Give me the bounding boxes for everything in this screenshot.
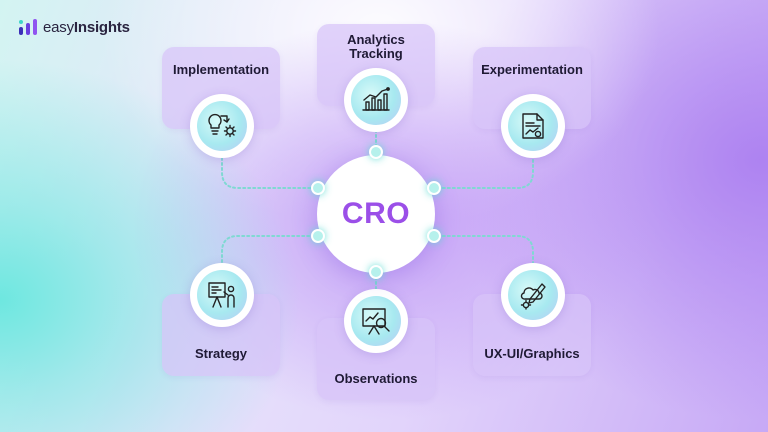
connector-node-upper-left — [311, 181, 325, 195]
icon-ring-experimentation — [501, 94, 565, 158]
connector-node-lower-left — [311, 229, 325, 243]
card-label-strategy: Strategy — [194, 346, 248, 361]
analytics-chart-icon — [362, 87, 390, 111]
card-label-observations: Observations — [334, 371, 418, 386]
brand-name-light: easy — [43, 18, 74, 36]
idea-gear-icon — [208, 113, 237, 138]
brand-name-bold: Insights — [73, 18, 130, 36]
connector-strategy — [221, 235, 319, 263]
brand-name: easyInsights — [43, 19, 130, 36]
icon-ring-analytics-tracking — [344, 68, 408, 132]
connector-experimentation — [431, 159, 534, 189]
chart-magnifier-icon — [362, 308, 390, 335]
design-tools-icon — [520, 283, 546, 310]
icon-ring-ux-ui-graphics — [501, 263, 565, 327]
icon-ring-strategy — [190, 263, 254, 327]
brand-logo[interactable]: easyInsights — [18, 18, 130, 36]
connector-node-bottom — [369, 265, 383, 279]
card-label-experimentation: Experimentation — [481, 62, 583, 77]
report-document-icon — [522, 113, 544, 139]
presenter-board-icon — [208, 282, 235, 308]
connector-uxui — [431, 235, 534, 265]
center-circle[interactable]: CRO — [317, 155, 435, 273]
center-label: CRO — [341, 197, 411, 230]
connector-node-top — [369, 145, 383, 159]
card-label-ux-ui-graphics: UX-UI/Graphics — [484, 346, 580, 361]
card-label-implementation: Implementation — [172, 62, 270, 77]
connector-node-lower-right — [427, 229, 441, 243]
connector-node-upper-right — [427, 181, 441, 195]
icon-ring-observations — [344, 289, 408, 353]
connector-implementation — [221, 157, 319, 189]
icon-ring-implementation — [190, 94, 254, 158]
bar-chart-logo-icon — [19, 19, 37, 35]
